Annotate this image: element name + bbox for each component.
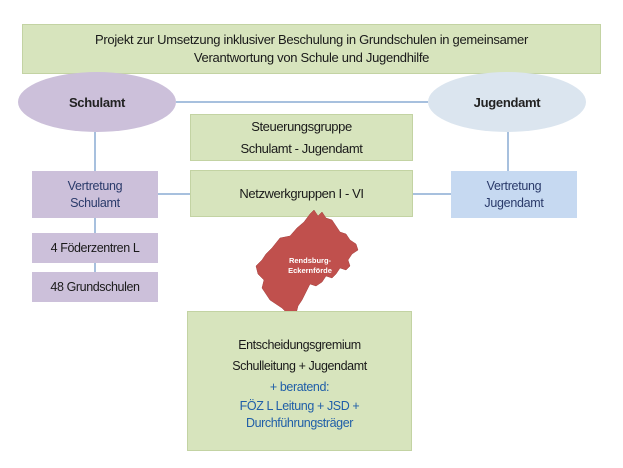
- entscheidung-line3: + beratend:: [269, 379, 330, 394]
- vertretung-jugendamt-line2: Jugendamt: [484, 195, 544, 210]
- map-label: Rendsburg- Eckernförde: [274, 256, 346, 276]
- map-label-line1: Rendsburg-: [288, 256, 332, 265]
- netzwerkgruppen-label: Netzwerkgruppen I - VI: [239, 186, 364, 201]
- entscheidung-line5: Durchführungsträger: [245, 415, 354, 430]
- vertretung-jugendamt-box: Vertretung Jugendamt: [451, 171, 577, 218]
- netzwerkgruppen-box: Netzwerkgruppen I - VI: [190, 170, 413, 217]
- steuerungsgruppe-line2: Schulamt - Jugendamt: [240, 140, 363, 156]
- entscheidung-line2: Schulleitung + Jugendamt: [232, 358, 367, 373]
- foerderzentren-label: 4 Föderzentren L: [50, 241, 140, 255]
- project-title-box: Projekt zur Umsetzung inklusiver Beschul…: [22, 24, 601, 74]
- foerderzentren-box: 4 Föderzentren L: [32, 233, 158, 263]
- project-title-line2: Verantwortung von Schule und Jugendhilfe: [193, 50, 430, 65]
- vertretung-schulamt-line1: Vertretung: [67, 178, 123, 193]
- jugendamt-label: Jugendamt: [473, 94, 541, 110]
- steuerungsgruppe-line1: Steuerungsgruppe: [251, 118, 352, 134]
- vertretung-schulamt-box: Vertretung Schulamt: [32, 171, 158, 218]
- vertretung-jugendamt-line1: Vertretung: [486, 178, 542, 193]
- entscheidung-line4: FÖZ L Leitung + JSD +: [239, 398, 360, 413]
- steuerungsgruppe-box: Steuerungsgruppe Schulamt - Jugendamt: [190, 114, 413, 161]
- schulamt-label: Schulamt: [68, 94, 126, 110]
- district-shape: [255, 209, 359, 321]
- vertretung-schulamt-line2: Schulamt: [70, 195, 120, 210]
- grundschulen-box: 48 Grundschulen: [32, 272, 158, 302]
- project-title-line1: Projekt zur Umsetzung inklusiver Beschul…: [94, 32, 529, 47]
- grundschulen-label: 48 Grundschulen: [50, 280, 140, 294]
- entscheidung-line1: Entscheidungsgremium: [238, 337, 361, 352]
- map-label-line2: Eckernförde: [288, 266, 332, 275]
- jugendamt-ellipse: Jugendamt: [428, 72, 586, 132]
- schulamt-ellipse: Schulamt: [18, 72, 176, 132]
- entscheidungsgremium-box: Entscheidungsgremium Schulleitung + Juge…: [187, 311, 412, 451]
- rendsburg-eckernfoerde-map: [255, 209, 359, 321]
